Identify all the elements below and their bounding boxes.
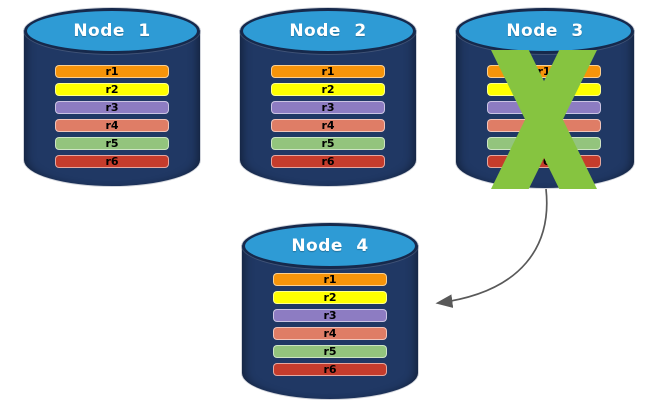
cylinder-top: Node 4 <box>242 223 418 269</box>
record-label: r3 <box>323 309 337 322</box>
record-label: r4 <box>323 327 337 340</box>
record-label: r2 <box>323 291 337 304</box>
record-label: r3 <box>321 101 335 114</box>
record-label: r4 <box>321 119 335 132</box>
record-bar-r4: r4 <box>273 327 387 340</box>
cylinder-top: Node 1 <box>24 8 200 54</box>
record-label: r1 <box>321 65 335 78</box>
record-label: r2 <box>105 83 119 96</box>
record-bar-r5: r5 <box>55 137 169 150</box>
record-label: r6 <box>105 155 119 168</box>
node-label: Node 2 <box>289 21 367 41</box>
record-bar-r2: r2 <box>273 291 387 304</box>
record-bar-r6: r6 <box>271 155 385 168</box>
record-label: r2 <box>321 83 335 96</box>
record-bar-r1: r1 <box>271 65 385 78</box>
record-bar-r4: r4 <box>271 119 385 132</box>
cylinder-top: Node 2 <box>240 8 416 54</box>
records-stack: r1 r2 r3 r4 r5 r6 <box>273 273 387 376</box>
record-bar-r5: r5 <box>273 345 387 358</box>
record-bar-r1: r1 <box>273 273 387 286</box>
record-label: r5 <box>105 137 119 150</box>
record-bar-r5: r5 <box>271 137 385 150</box>
record-bar-r3: r3 <box>273 309 387 322</box>
record-bar-r6: r6 <box>273 363 387 376</box>
record-bar-r3: r3 <box>55 101 169 114</box>
cylinder-top: Node 3 <box>456 8 634 54</box>
node-label: Node 4 <box>291 236 369 256</box>
record-label: r6 <box>321 155 335 168</box>
record-label: r6 <box>537 155 551 168</box>
record-label: r1 <box>323 273 337 286</box>
record-bar-r2: r2 <box>271 83 385 96</box>
records-stack: r1 r2 r3 r4 r5 r6 <box>271 65 385 168</box>
record-bar-r3: r3 <box>271 101 385 114</box>
node-label: Node 1 <box>73 21 151 41</box>
record-label: r5 <box>321 137 335 150</box>
node-label: Node 3 <box>506 21 584 41</box>
record-label: r1 <box>105 65 119 78</box>
failure-x-icon <box>491 50 597 189</box>
record-bar-r6: r6 <box>55 155 169 168</box>
record-label: r6 <box>323 363 337 376</box>
record-bar-r4: r4 <box>55 119 169 132</box>
record-label: r3 <box>105 101 119 114</box>
record-label: r1 <box>537 65 551 78</box>
record-label: r5 <box>323 345 337 358</box>
records-stack: r1 r2 r3 r4 r5 r6 <box>55 65 169 168</box>
record-bar-r1: r1 <box>55 65 169 78</box>
node-1: Node 1 r1 r2 r3 r4 r5 r6 <box>24 8 200 186</box>
node-2: Node 2 r1 r2 r3 r4 r5 r6 <box>240 8 416 186</box>
node-4: Node 4 r1 r2 r3 r4 r5 r6 <box>242 223 418 399</box>
record-bar-r2: r2 <box>55 83 169 96</box>
record-label: r4 <box>105 119 119 132</box>
